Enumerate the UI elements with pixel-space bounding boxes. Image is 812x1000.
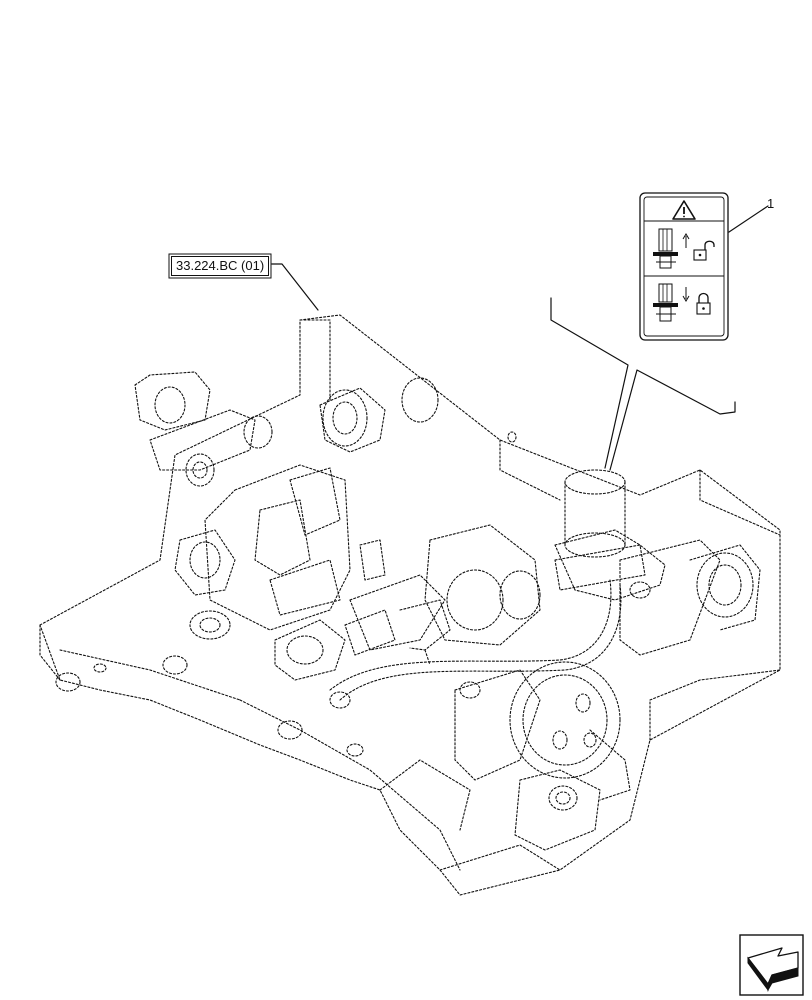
base-plate <box>39 314 781 896</box>
valve-assembly-drawing <box>39 314 781 896</box>
cylinder-component <box>554 469 646 591</box>
locked-padlock-icon <box>696 292 711 315</box>
handle-up-pictogram <box>653 228 678 269</box>
reference-label[interactable]: 33.224.BC (01) <box>171 256 270 276</box>
arrow-up-icon <box>682 233 690 248</box>
next-page-arrow-icon[interactable] <box>739 934 804 996</box>
valve-block <box>204 464 351 631</box>
warning-decal <box>639 192 729 341</box>
warning-triangle-icon <box>672 200 696 220</box>
callout-leader-lines <box>271 205 769 471</box>
handle-down-pictogram <box>653 283 678 322</box>
arrow-down-icon <box>682 287 690 302</box>
callout-number: 1 <box>767 196 775 211</box>
unlocked-padlock-icon <box>693 240 715 261</box>
